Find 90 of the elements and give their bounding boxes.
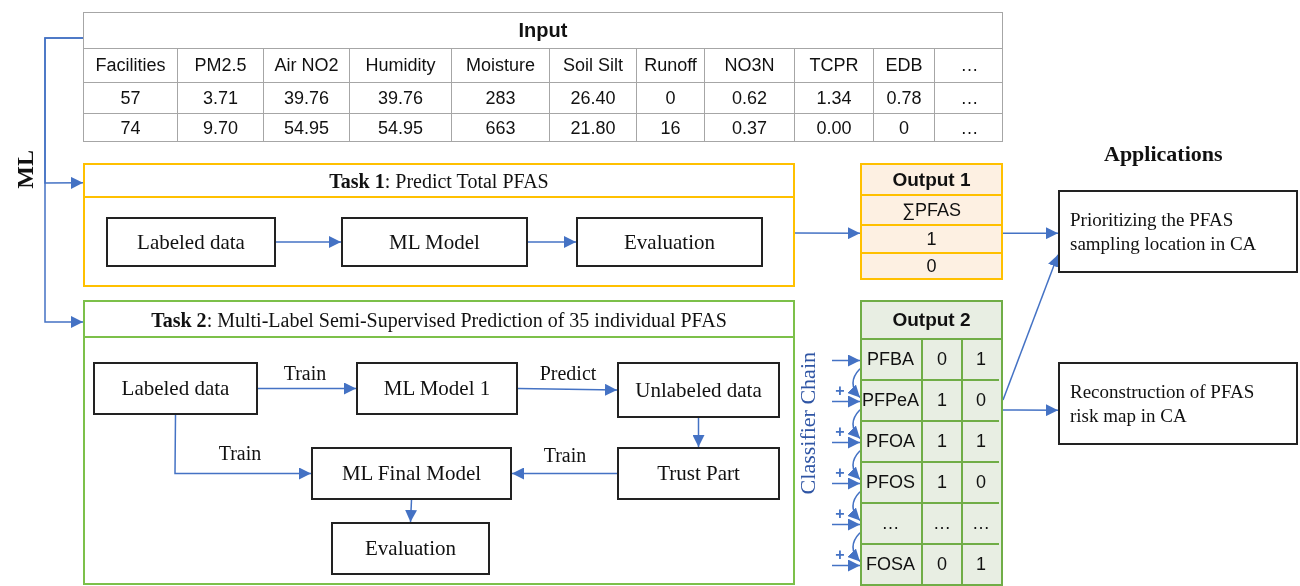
table-cell: NO3N <box>705 49 795 83</box>
table-cell: 54.95 <box>264 114 350 141</box>
table-cell: Facilities <box>84 49 178 83</box>
table-cell: PM2.5 <box>178 49 264 83</box>
arrow <box>831 559 861 572</box>
table-cell: 0 <box>637 83 705 114</box>
arrow <box>275 236 342 248</box>
table-row <box>862 340 1001 381</box>
arrow <box>831 354 861 367</box>
table-cell: EDB <box>874 49 935 83</box>
table-cell: 1 <box>963 545 999 584</box>
arrow <box>174 414 312 480</box>
table-cell: Humidity <box>350 49 452 83</box>
arrow <box>831 477 861 490</box>
panel-title: Task 1: Predict Total PFAS <box>85 165 793 198</box>
table-cell: 0.00 <box>795 114 874 141</box>
table-header: Input <box>84 13 1002 49</box>
table-cell: … <box>935 49 1002 83</box>
table-cell: 0.62 <box>705 83 795 114</box>
table-cell: Runoff <box>637 49 705 83</box>
table-cell: 16 <box>637 114 705 141</box>
table-cell-text: 0 <box>925 254 938 278</box>
side-label: ML <box>12 150 39 189</box>
process-box: ML Model <box>341 217 528 267</box>
table-cell: 663 <box>452 114 550 141</box>
table-cell: 21.80 <box>550 114 637 141</box>
arrow <box>1002 404 1059 417</box>
process-box: ML Model 1 <box>356 362 518 415</box>
table-cell: Soil Silt <box>550 49 637 83</box>
arrow <box>692 417 705 448</box>
table-cell: Air NO2 <box>264 49 350 83</box>
table-cell: FOSA <box>862 545 923 584</box>
arrow <box>44 37 84 328</box>
application-box: Reconstruction of PFAS risk map in CA <box>1058 362 1298 445</box>
process-box: Labeled data <box>93 362 258 415</box>
arrow <box>847 449 861 481</box>
table-cell: Moisture <box>452 49 550 83</box>
table-header: Output 1 <box>862 165 1001 196</box>
table-cell: 26.40 <box>550 83 637 114</box>
output-table <box>860 163 1003 280</box>
section-heading: Applications <box>1104 141 1223 167</box>
table-row <box>862 381 1001 422</box>
table-cell: TCPR <box>795 49 874 83</box>
arrow <box>794 227 861 240</box>
arrow <box>527 236 577 248</box>
process-box: Trust Part <box>617 447 780 500</box>
process-box: Evaluation <box>576 217 763 267</box>
arrow <box>847 408 861 440</box>
arrow <box>831 436 861 449</box>
arrow <box>847 531 861 563</box>
table-cell: 0.37 <box>705 114 795 141</box>
arrow <box>511 467 618 480</box>
arrow <box>831 395 861 408</box>
table-cell: 3.71 <box>178 83 264 114</box>
table-cell: 0 <box>923 545 963 584</box>
table-cell-text: … <box>959 117 980 140</box>
process-box: Unlabeled data <box>617 362 780 418</box>
task-panel <box>83 163 795 287</box>
arrow <box>831 518 861 531</box>
arrow <box>405 499 418 523</box>
table-row <box>862 504 1001 545</box>
arrow <box>1002 227 1059 240</box>
vertical-label: Classifier Chain <box>797 352 819 495</box>
table-cell: 283 <box>452 83 550 114</box>
process-box: ML Final Model <box>311 447 512 500</box>
table-cell: 1 <box>862 226 1001 254</box>
table-row <box>862 422 1001 463</box>
data-table <box>83 12 1003 142</box>
table-cell: 39.76 <box>350 83 452 114</box>
table-cell: 0.78 <box>874 83 935 114</box>
task-panel <box>83 300 795 585</box>
table-row <box>862 463 1001 504</box>
arrow <box>517 383 618 396</box>
application-box: Prioritizing the PFAS sampling location in CA <box>1058 190 1298 273</box>
output-table <box>860 300 1003 586</box>
table-cell: 57 <box>84 83 178 114</box>
table-cell: 74 <box>84 114 178 141</box>
table-cell: ∑PFAS <box>862 196 1001 226</box>
table-cell: … <box>935 83 1002 114</box>
table-cell: 54.95 <box>350 114 452 141</box>
table-cell: 39.76 <box>264 83 350 114</box>
arrow <box>847 490 861 522</box>
arrow <box>257 382 357 395</box>
table-cell: 0 <box>874 114 935 141</box>
process-box: Evaluation <box>331 522 490 575</box>
panel-title: Task 2: Multi-Label Semi-Supervised Prediction of 35 individual PFAS <box>85 302 793 338</box>
table-cell: 9.70 <box>178 114 264 141</box>
process-box: Labeled data <box>106 217 276 267</box>
arrow <box>847 367 861 399</box>
table-cell: 1.34 <box>795 83 874 114</box>
